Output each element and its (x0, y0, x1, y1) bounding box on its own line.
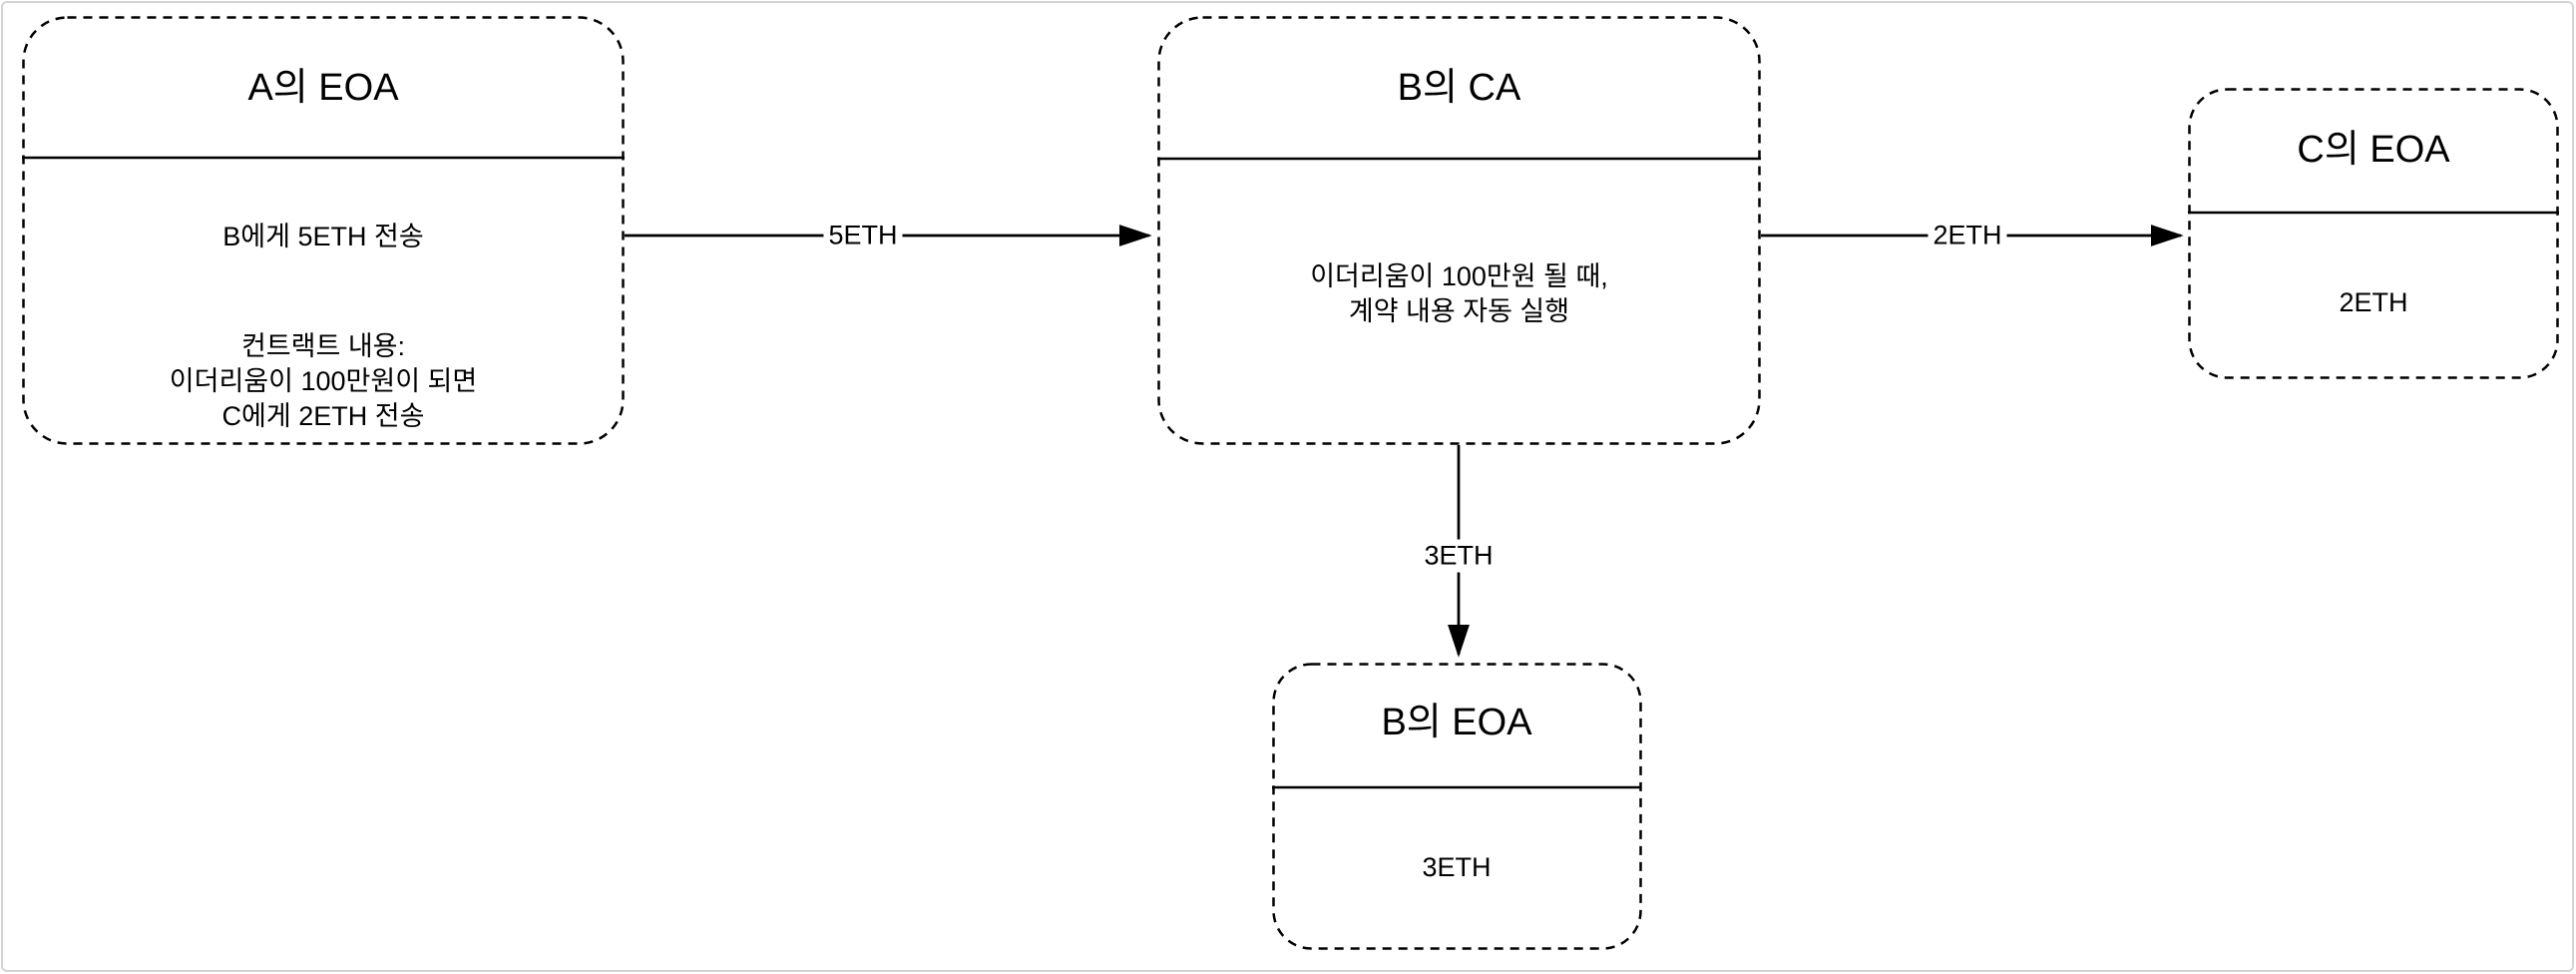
node-a-eoa-border (22, 16, 625, 445)
node-a-eoa-body-line: C에게 2ETH 전송 (221, 401, 425, 431)
edge-label-2eth: 2ETH (1928, 219, 2007, 252)
node-b-ca-body-line: 이더리움이 100만원 될 때, (1310, 261, 1608, 291)
edge-label-3eth: 3ETH (1419, 539, 1499, 573)
node-b-eoa-body-line: 3ETH (1422, 852, 1492, 882)
node-a-eoa-body-line: B에게 5ETH 전송 (222, 222, 424, 251)
node-b-eoa-border (1272, 663, 1642, 950)
node-a-eoa-title: A의 EOA (247, 67, 399, 109)
node-b-eoa-title: B의 EOA (1381, 702, 1532, 743)
node-b-ca-title: B의 CA (1397, 67, 1521, 109)
node-c-eoa-title: C의 EOA (2297, 129, 2450, 171)
node-c-eoa-body-line: 2ETH (2339, 287, 2408, 317)
node-b-ca-body-line: 계약 내용 자동 실행 (1348, 296, 1570, 326)
node-b-ca-border (1157, 16, 1761, 445)
edge-label-5eth: 5ETH (823, 219, 903, 252)
node-a-eoa-body-line: 이더리움이 100만원이 되면 (169, 366, 478, 396)
node-c-eoa-border (2188, 88, 2559, 379)
node-a-eoa-body-line: 컨트랙트 내용: (240, 331, 406, 361)
